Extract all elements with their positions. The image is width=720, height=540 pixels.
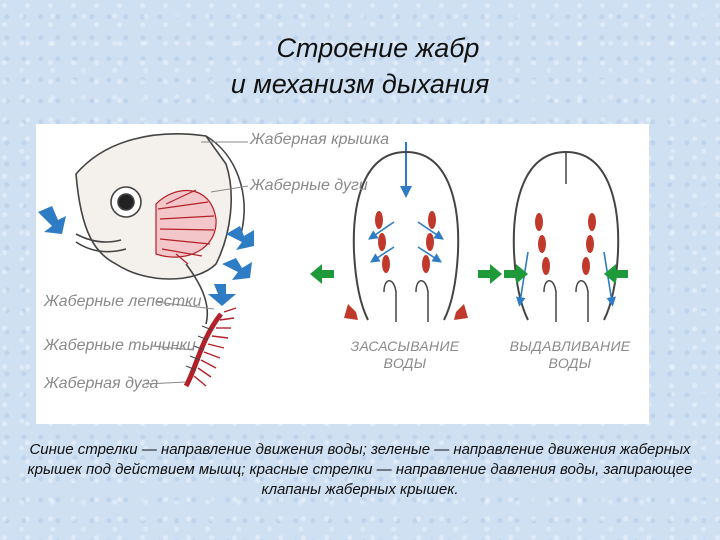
label-gill-filaments: Жаберные лепестки: [44, 293, 202, 310]
suction-diagram: [310, 142, 502, 322]
label-gill-arches: Жаберные дуги: [250, 177, 368, 194]
expulsion-diagram: [504, 151, 628, 322]
legend-caption: Синие стрелки — направление движения вод…: [27, 441, 693, 498]
leader-lines: [145, 141, 249, 385]
gill-arch-detail: [183, 307, 237, 388]
diagram-panel: Жаберная крышка Жаберные дуги Жаберные л…: [36, 124, 649, 424]
gill-fan: [155, 189, 217, 265]
caption-suction: ЗАСАСЫВАНИЕ ВОДЫ: [350, 338, 460, 371]
label-gill-rakers: Жаберные тычинки: [44, 337, 196, 354]
title-line-2: и механизм дыхания: [230, 69, 490, 99]
title-line-1: Строение жабр: [276, 33, 480, 63]
slide-title: Строение жабр и механизм дыхания: [0, 30, 720, 102]
label-gill-arch: Жаберная дуга: [44, 375, 159, 392]
label-operculum: Жаберная крышка: [250, 131, 390, 148]
caption-expulsion: ВЫДАВЛИВАНИЕ ВОДЫ: [509, 338, 631, 371]
gill-diagram: [38, 133, 628, 388]
water-arrows-fish: [38, 206, 254, 306]
